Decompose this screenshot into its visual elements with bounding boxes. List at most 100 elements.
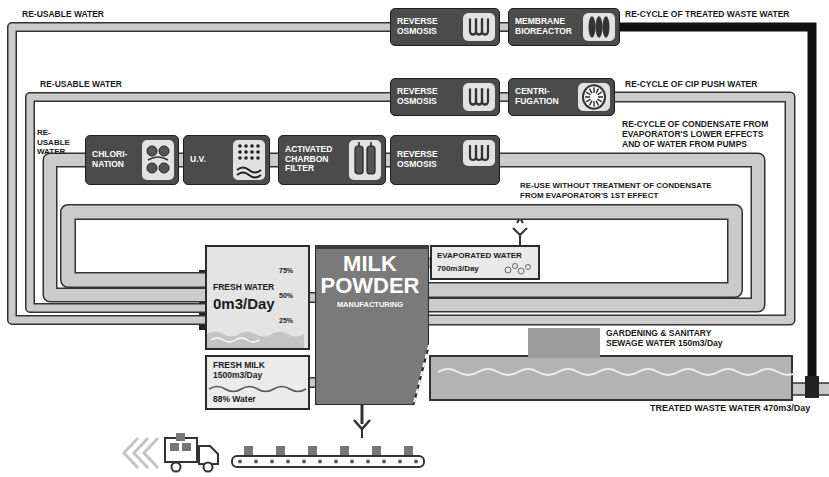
- factory-shape: [315, 245, 429, 405]
- icon: [482, 18, 488, 34]
- belt-roller: [404, 446, 413, 455]
- icon: [148, 157, 168, 160]
- flow-label: RE-CYCLE OF TREATED WASTE WATER: [625, 9, 790, 19]
- icon: [367, 146, 375, 174]
- icon: [237, 173, 261, 178]
- belt-roller: [308, 446, 317, 455]
- icon: [250, 150, 254, 154]
- powder-outlet: [361, 405, 364, 424]
- icon: [147, 146, 157, 156]
- icon: [589, 16, 596, 37]
- bubbles: [526, 265, 531, 270]
- icon: [463, 140, 495, 166]
- icon: [596, 101, 599, 106]
- icon: [590, 89, 593, 94]
- milk-wave: [209, 387, 306, 392]
- belt-roller: [366, 460, 370, 464]
- belt-roller: [286, 460, 290, 464]
- node-value: MANUFACTURING: [315, 301, 425, 310]
- icon: [141, 139, 175, 181]
- icon: [470, 145, 488, 160]
- icon: [159, 163, 169, 173]
- water-pipe: [500, 97, 508, 98]
- factory-shape: [315, 245, 429, 249]
- steam-symbol: [513, 228, 527, 235]
- treatment-unit: CHLORI- NATION: [85, 135, 179, 185]
- treatment-unit: REVERSE OSMOSIS: [390, 135, 500, 185]
- water-wave: [207, 328, 308, 348]
- icon: [589, 16, 610, 37]
- icon: [585, 96, 590, 98]
- treatment-unit: MEMBRANE BIOREACTOR: [508, 8, 620, 46]
- icon: [470, 88, 488, 104]
- sewage-box: GARDENING & SANITARY SEWAGE WATER 150m3/…: [528, 328, 790, 352]
- belt-roller: [382, 460, 386, 464]
- bubbles: [504, 261, 534, 275]
- icon: [598, 96, 603, 98]
- icon: [348, 139, 382, 181]
- truck: [182, 443, 191, 451]
- icon: [250, 156, 254, 160]
- water-pipe: [270, 160, 278, 161]
- water-wave: [211, 338, 259, 342]
- icon: [586, 92, 590, 95]
- icon: [463, 83, 495, 111]
- water-pipe: [500, 27, 508, 28]
- motion-chevrons: [124, 438, 158, 468]
- belt-roller: [318, 460, 322, 464]
- icon: [583, 85, 605, 109]
- icon: [238, 144, 242, 148]
- flow-label: TREATED WASTE WATER 470m3/Day: [650, 403, 810, 414]
- icon: [462, 12, 496, 42]
- belt-roller: [340, 446, 349, 455]
- milk-tank: FRESH MILK 1500m3/Day88% Water: [205, 355, 310, 410]
- powder-outlet: [361, 429, 363, 438]
- truck: [165, 433, 218, 472]
- node-title: FRESH WATER: [213, 283, 274, 293]
- icon: [147, 146, 169, 173]
- icon: [349, 140, 381, 180]
- unit-name: CHLORI- NATION: [92, 150, 134, 170]
- belt-roller: [302, 460, 306, 464]
- icon: [244, 156, 248, 160]
- icon: [582, 12, 616, 42]
- icon: [256, 144, 260, 148]
- motion-chevrons: [144, 438, 158, 468]
- water-pipe: [500, 94, 508, 101]
- truck: [165, 438, 197, 462]
- belt-roller: [398, 460, 402, 464]
- icon: [593, 101, 595, 106]
- info-box: EVAPORATED WATER700m3/Day: [430, 245, 540, 280]
- factory-shape: [413, 345, 429, 405]
- water-pipe: [270, 154, 278, 166]
- icon: [370, 142, 372, 146]
- icon: [147, 163, 157, 173]
- treatment-unit: ACTIVATED CHARBON FILTER: [278, 135, 386, 185]
- icon: [355, 146, 375, 174]
- flow-label: RE-USABLE WATER: [40, 79, 122, 89]
- icon: [233, 140, 265, 180]
- bubbles: [513, 264, 518, 269]
- node-title: EVAPORATED WATER: [437, 251, 522, 260]
- icon: [232, 139, 266, 181]
- icon: [583, 13, 615, 41]
- icon: [256, 150, 260, 154]
- icon: [237, 168, 261, 173]
- treatment-basin: [430, 356, 792, 400]
- steam-symbol: [513, 218, 527, 245]
- belt-roller: [372, 446, 381, 455]
- powder-outlet: [354, 405, 370, 438]
- node-title: FRESH MILK 1500m3/Day: [213, 361, 285, 381]
- belt-roller: [238, 460, 242, 464]
- water-pipe: [270, 153, 278, 168]
- icon: [482, 145, 488, 160]
- flow-label: RE-CYCLE OF CONDENSATE FROM EVAPORATOR'S…: [622, 119, 782, 150]
- water-pipe: [500, 22, 508, 32]
- icon: [597, 92, 601, 95]
- unit-name: MEMBRANE BIOREACTOR: [515, 17, 575, 37]
- treatment-basin: [430, 350, 798, 400]
- icon: [578, 83, 610, 111]
- bubbles: [505, 264, 531, 275]
- belt-roller: [414, 460, 418, 464]
- belt-roller: [334, 460, 338, 464]
